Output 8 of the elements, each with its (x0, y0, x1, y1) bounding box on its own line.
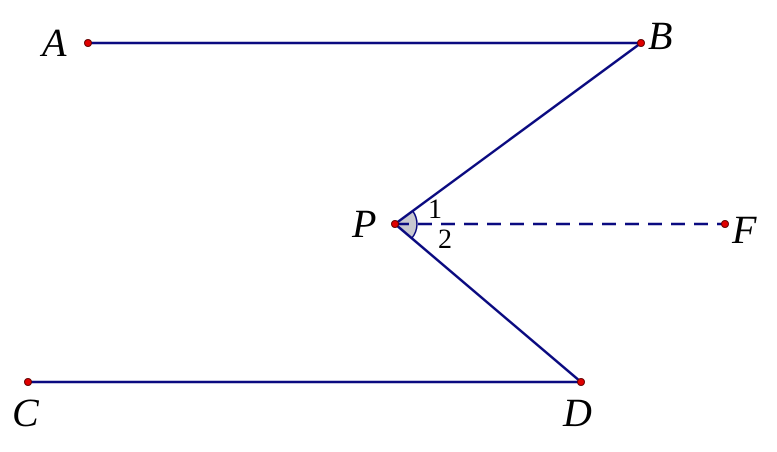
angle-label: 1 (428, 196, 442, 224)
point-label: C (12, 391, 39, 435)
point-label: D (563, 391, 592, 435)
point-label: A (42, 21, 66, 65)
point-label: F (732, 208, 756, 252)
point-label: P (352, 202, 376, 246)
angle-label: 2 (438, 226, 452, 254)
point-label: B (648, 14, 672, 58)
